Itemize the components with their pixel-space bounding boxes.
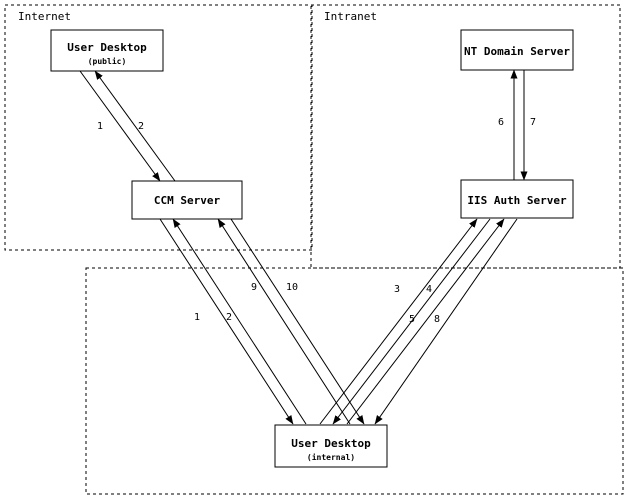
node-border-ccm-server [131,180,243,220]
flow-label-flow-10: 10 [286,282,298,293]
flow-arrow-flow-4 [332,218,491,425]
flow-label-flow-3: 3 [394,284,400,295]
zone-label-intranet: Intranet [324,10,377,23]
node-border-iis-auth-server [460,179,574,219]
flow-label-flow-7: 7 [530,117,536,128]
zone-border-internal [85,267,624,495]
node-title-ccm-server: CCM Server [154,194,221,207]
zone-internal [85,267,624,495]
node-user-desktop-public[interactable]: User Desktop (public) [50,29,164,72]
flow-label-flow-5: 5 [409,314,415,325]
node-iis-auth-server[interactable]: IIS Auth Server [460,179,574,219]
node-subtitle-user-desktop-public: (public) [88,56,127,66]
zone-label-internet: Internet [18,10,71,23]
node-border-nt-domain-server [460,29,574,71]
flow-arrow-flow-10 [230,218,365,425]
flow-label-flow-6: 6 [498,117,504,128]
flow-step-labels: 1 2 6 7 1 2 9 10 3 4 5 8 [97,117,536,325]
flow-label-flow-9: 9 [251,282,257,293]
flow-label-flow-4: 4 [426,284,432,295]
flow-arrows [79,69,528,425]
flow-arrow-flow-9 [217,218,351,425]
node-title-user-desktop-public: User Desktop [67,41,147,54]
flow-arrow-flow-8 [374,218,518,425]
node-border-user-desktop-internal [274,424,388,468]
flow-arrow-flow-5 [346,218,505,425]
flow-arrow-flow-1-internal [159,218,294,425]
zone-boundaries: Internet Intranet [4,4,624,495]
flow-label-flow-2-public: 2 [138,121,144,132]
node-title-iis-auth-server: IIS Auth Server [467,194,567,207]
node-boxes: User Desktop (public) CCM Server NT Domain … [50,29,574,468]
node-title-nt-domain-server: NT Domain Server [464,45,570,58]
node-subtitle-user-desktop-internal: (internal) [307,452,355,462]
zone-internet: Internet [4,4,313,251]
node-border-user-desktop-public [50,29,164,72]
node-ccm-server[interactable]: CCM Server [131,180,243,220]
node-user-desktop-internal[interactable]: User Desktop (internal) [274,424,388,468]
node-title-user-desktop-internal: User Desktop [291,437,371,450]
flow-arrow-flow-1-public [79,70,161,182]
flow-arrow-flow-3 [319,218,478,425]
flow-arrow-flow-2-internal [172,218,307,425]
flow-label-flow-1-public: 1 [97,121,103,132]
flow-arrow-flow-2-public [94,70,176,182]
node-nt-domain-server[interactable]: NT Domain Server [460,29,574,71]
flow-label-flow-1-internal: 1 [194,312,200,323]
flow-label-flow-8: 8 [434,314,440,325]
flow-label-flow-2-internal: 2 [226,312,232,323]
